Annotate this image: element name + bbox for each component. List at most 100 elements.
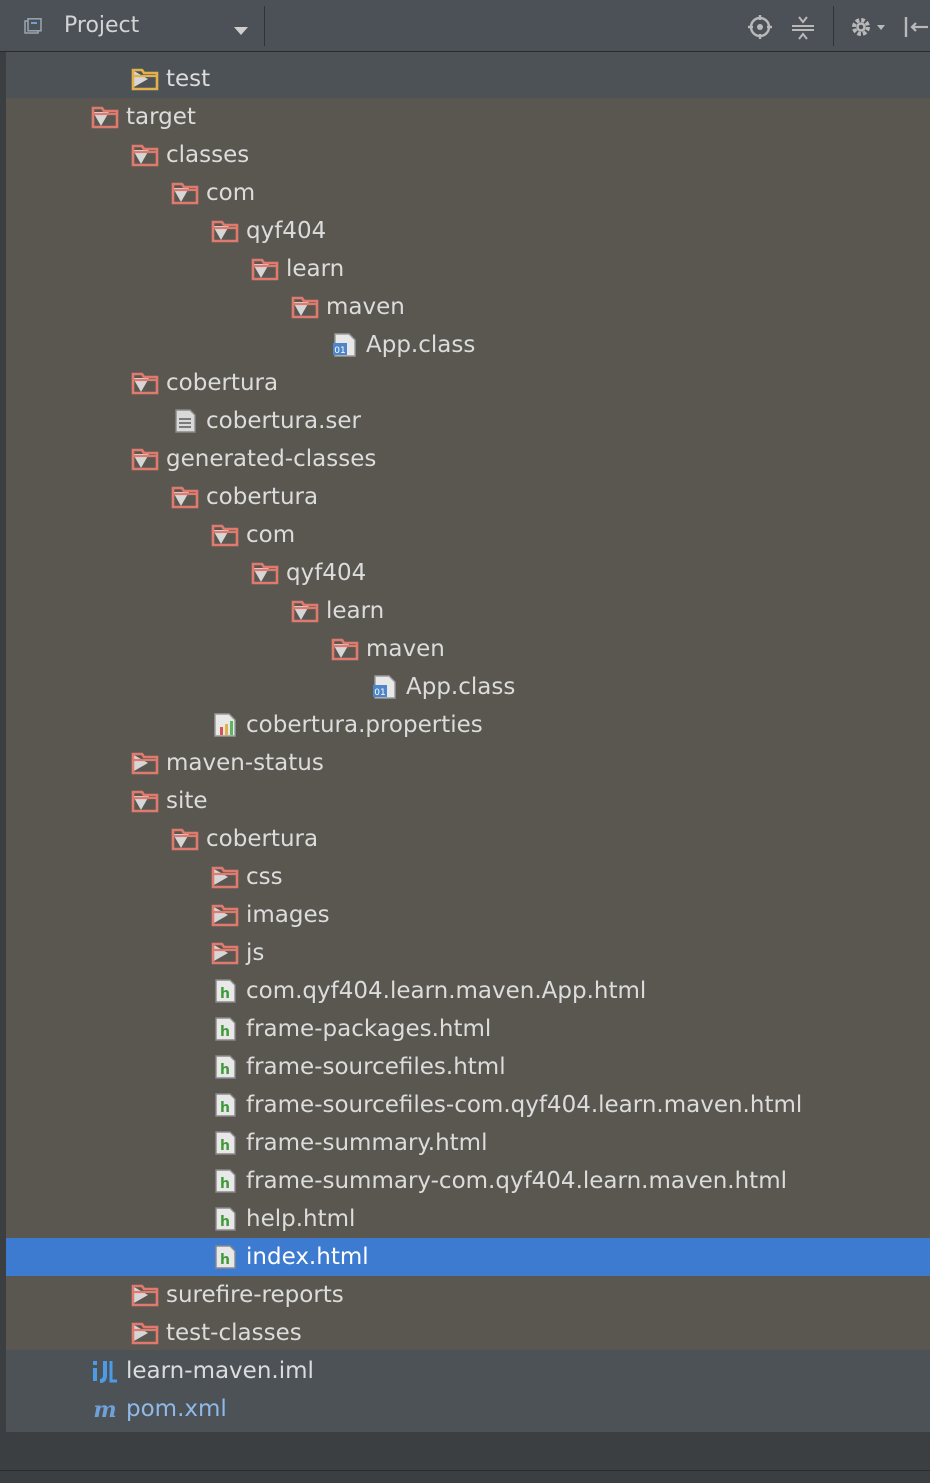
folder-icon: [131, 371, 159, 395]
tree-folder-row[interactable]: learn: [6, 250, 930, 288]
chevron-down-icon[interactable]: [253, 568, 269, 582]
chevron-down-icon[interactable]: [293, 606, 309, 620]
tree-folder-row[interactable]: maven: [6, 630, 930, 668]
folder-icon: [331, 637, 359, 661]
chevron-down-icon[interactable]: [293, 302, 309, 316]
collapse-all-icon[interactable]: [790, 14, 816, 40]
panel-left-edge: [0, 52, 6, 1482]
tree-folder-row[interactable]: External Libraries: [6, 1428, 930, 1432]
tree-folder-row[interactable]: site: [6, 782, 930, 820]
project-panel-header: Project: [0, 0, 930, 52]
tree-item-label: cobertura: [206, 484, 319, 510]
tree-folder-row[interactable]: com: [6, 174, 930, 212]
tree-folder-row[interactable]: test-classes: [6, 1314, 930, 1352]
tree-item-label: classes: [166, 142, 250, 168]
tree-folder-row[interactable]: qyf404: [6, 554, 930, 592]
tree-item-label: com: [246, 522, 296, 548]
tree-file-row[interactable]: h frame-packages.html: [6, 1010, 930, 1048]
folder-icon: [211, 523, 239, 547]
chevron-down-icon[interactable]: [133, 378, 149, 392]
tree-item-label: site: [166, 788, 208, 814]
tree-item-label: cobertura.properties: [246, 712, 483, 738]
tree-folder-row[interactable]: css: [6, 858, 930, 896]
gear-icon[interactable]: [848, 14, 888, 40]
tree-folder-row[interactable]: cobertura: [6, 478, 930, 516]
chevron-down-icon[interactable]: [213, 226, 229, 240]
tree-band-top: [6, 52, 930, 98]
tree-folder-row[interactable]: maven-status: [6, 744, 930, 782]
folder-yellow-icon: [131, 67, 159, 91]
tree-file-row[interactable]: cobertura.ser: [6, 402, 930, 440]
folder-icon: [171, 181, 199, 205]
folder-icon: [131, 789, 159, 813]
chevron-down-icon[interactable]: [173, 492, 189, 506]
tree-item-label: maven-status: [166, 750, 324, 776]
chevron-down-icon[interactable]: [93, 112, 109, 126]
tree-folder-row[interactable]: cobertura: [6, 820, 930, 858]
tree-item-label: cobertura: [166, 370, 279, 396]
maven-icon: m: [91, 1397, 119, 1423]
svg-text:h: h: [220, 1062, 230, 1078]
chevron-down-icon[interactable]: [133, 454, 149, 468]
locate-icon[interactable]: [747, 14, 773, 40]
tree-item-label: com.qyf404.learn.maven.App.html: [246, 978, 647, 1004]
project-view-selector[interactable]: Project: [64, 13, 140, 38]
tree-item-label: learn-maven.iml: [126, 1358, 314, 1384]
tree-item-label: learn: [286, 256, 345, 282]
tree-item-label: frame-sourcefiles-com.qyf404.learn.maven…: [246, 1092, 803, 1118]
tree-item-label: help.html: [246, 1206, 356, 1232]
tree-folder-row[interactable]: js: [6, 934, 930, 972]
chevron-down-icon[interactable]: [173, 188, 189, 202]
chevron-down-icon[interactable]: [173, 834, 189, 848]
tree-item-label: frame-sourcefiles.html: [246, 1054, 506, 1080]
tree-file-row[interactable]: learn-maven.iml: [6, 1352, 930, 1390]
hide-panel-icon[interactable]: [902, 14, 930, 40]
tree-folder-row[interactable]: test: [6, 60, 930, 98]
header-divider: [264, 6, 265, 46]
tree-item-label: css: [246, 864, 283, 890]
tree-item-label: frame-summary.html: [246, 1130, 488, 1156]
tree-folder-row[interactable]: com: [6, 516, 930, 554]
tree-folder-row[interactable]: cobertura: [6, 364, 930, 402]
chevron-down-icon[interactable]: [333, 644, 349, 658]
chevron-down-icon[interactable]: [133, 796, 149, 810]
folder-icon: [251, 257, 279, 281]
tree-item-label: test: [166, 66, 211, 92]
chevron-down-icon[interactable]: [213, 530, 229, 544]
svg-text:m: m: [93, 1397, 116, 1421]
tree-folder-row[interactable]: classes: [6, 136, 930, 174]
tree-folder-row[interactable]: target: [6, 98, 930, 136]
tree-folder-row[interactable]: maven: [6, 288, 930, 326]
tree-folder-row[interactable]: images: [6, 896, 930, 934]
svg-text:h: h: [220, 1138, 230, 1154]
tree-file-row[interactable]: cobertura.properties: [6, 706, 930, 744]
chevron-down-icon[interactable]: [234, 27, 248, 35]
folder-icon: [291, 599, 319, 623]
tree-item-label: target: [126, 104, 196, 130]
chevron-down-icon[interactable]: [133, 150, 149, 164]
tree-folder-row[interactable]: learn: [6, 592, 930, 630]
tree-folder-row[interactable]: qyf404: [6, 212, 930, 250]
chevron-down-icon[interactable]: [253, 264, 269, 278]
html-icon: h: [211, 1017, 239, 1041]
tree-item-label: frame-packages.html: [246, 1016, 492, 1042]
html-icon: h: [211, 1131, 239, 1155]
tree-band-bottom: [6, 1350, 930, 1432]
tree-item-label: generated-classes: [166, 446, 377, 472]
tree-item-label: test-classes: [166, 1320, 302, 1346]
tree-folder-row[interactable]: generated-classes: [6, 440, 930, 478]
tree-file-row[interactable]: h frame-sourcefiles.html: [6, 1048, 930, 1086]
tree-file-row[interactable]: h frame-summary.html: [6, 1124, 930, 1162]
svg-text:h: h: [220, 1252, 230, 1268]
tree-folder-row[interactable]: surefire-reports: [6, 1276, 930, 1314]
